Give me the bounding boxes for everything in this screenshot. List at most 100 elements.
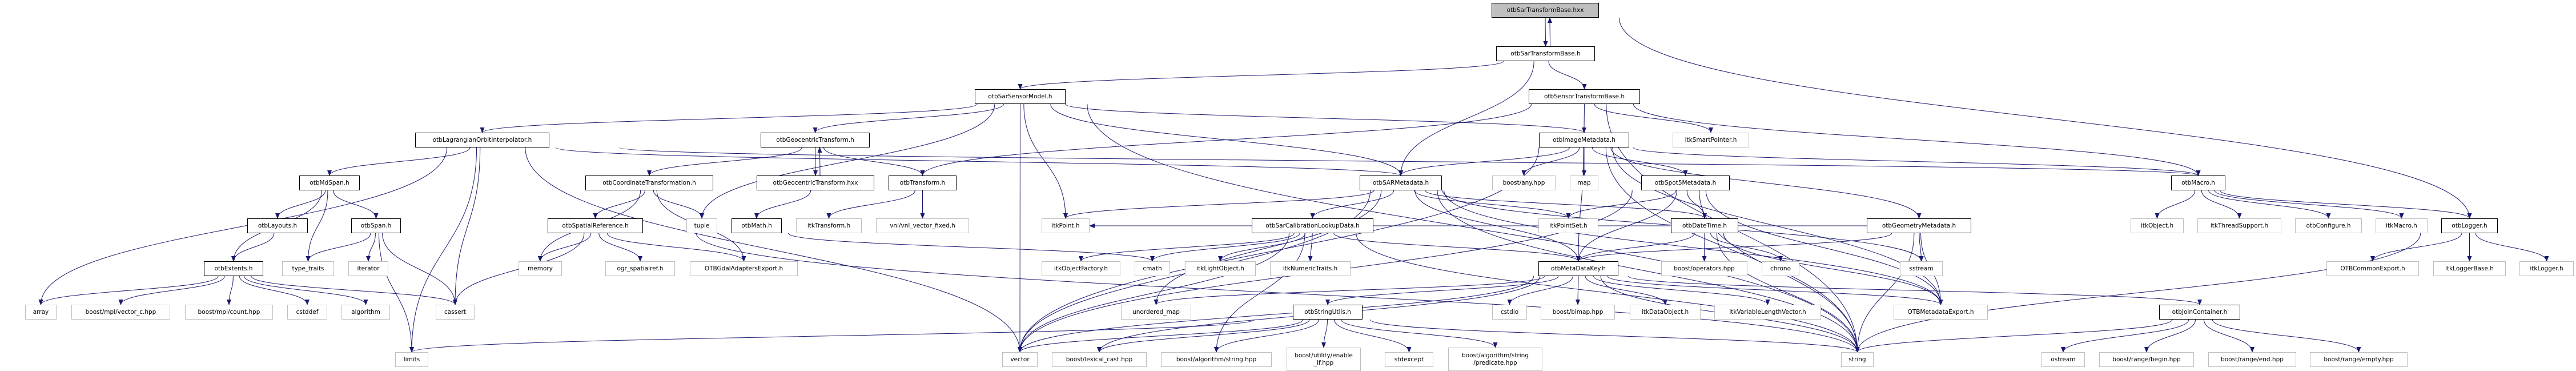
edge-sar-to-calib <box>1310 190 1395 219</box>
edge-coord-to-tuple <box>653 190 704 219</box>
graph-node-logger[interactable]: otbLogger.h <box>2441 218 2498 233</box>
graph-node-algo: algorithm <box>341 305 390 320</box>
graph-node-cmath: cmath <box>1135 261 1170 276</box>
graph-node-vector: vector <box>1002 352 1038 367</box>
graph-node-cstdio: cstdio <box>1492 305 1527 320</box>
graph-node-numtr: itkNumericTraits.h <box>1270 261 1351 276</box>
graph-node-gdalexp: OTBGdalAdaptersExport.h <box>690 261 798 276</box>
graph-node-strutil[interactable]: otbStringUtils.h <box>1293 305 1363 320</box>
graph-node-map: map <box>1570 175 1598 190</box>
graph-node-coord[interactable]: otbCoordinateTransformation.h <box>585 175 713 190</box>
graph-node-vecc: boost/mpl/vector_c.hpp <box>71 305 170 320</box>
edge-calib-to-cmath <box>1150 233 1300 262</box>
graph-node-limits: limits <box>395 352 428 367</box>
edge-calib-to-vector <box>1018 233 1289 353</box>
edge-lag-to-sar <box>555 147 1403 176</box>
graph-node-pred: boost/algorithm/string /predicate.hpp <box>1448 348 1542 371</box>
edge-spref-to-string <box>696 233 1860 353</box>
edge-macro-to-itkmacro <box>2214 190 2404 219</box>
graph-node-any: boost/any.hpp <box>1492 175 1556 190</box>
edge-logger-to-itklog <box>2475 233 2549 262</box>
graph-node-math[interactable]: otbMath.h <box>732 218 782 233</box>
graph-node-lag[interactable]: otbLagrangianOrbitInterpolator.h <box>415 133 549 147</box>
graph-node-spref[interactable]: otbSpatialReference.h <box>548 218 643 233</box>
edge-join-to-ostream <box>2061 319 2189 353</box>
edge-trans-to-itktrans <box>826 190 915 219</box>
graph-node-mdexp: OTBMetadataExport.h <box>1894 305 1988 320</box>
edge-sar-to-date <box>1425 190 1707 219</box>
edge-lag-to-macro <box>619 147 2200 176</box>
edge-lag-to-mdspan <box>327 147 471 176</box>
edge-sar-to-umap <box>1154 190 1382 305</box>
graph-node-mdspan[interactable]: otbMdSpan.h <box>299 175 360 190</box>
edge-spref-to-memory <box>538 233 592 262</box>
edge-geohxx-to-math <box>754 190 811 219</box>
graph-node-umap: unordered_map <box>1121 305 1191 320</box>
graph-node-extents[interactable]: otbExtents.h <box>204 261 263 276</box>
edge-sar-to-mdexp <box>1444 190 1943 305</box>
edge-strutil-to-vector <box>1018 319 1304 353</box>
graph-node-ostream: ostream <box>2041 352 2085 367</box>
graph-node-geo[interactable]: otbGeocentricTransform.h <box>761 133 870 147</box>
graph-node-date[interactable]: otbDateTime.h <box>1671 218 1738 233</box>
edge-mdk-to-join <box>1627 276 2202 305</box>
graph-node-span[interactable]: otbSpan.h <box>351 218 401 233</box>
graph-node-ogr: ogr_spatialref.h <box>605 261 675 276</box>
edge-geom-to-string <box>1855 233 1915 353</box>
graph-node-sentb[interactable]: otbSensorTransformBase.h <box>1529 89 1640 104</box>
edge-extents-to-cassert <box>251 276 457 305</box>
graph-node-join[interactable]: otbJoinContainer.h <box>2159 305 2240 320</box>
graph-node-layouts[interactable]: otbLayouts.h <box>247 218 308 233</box>
edge-lag-to-array <box>38 147 448 305</box>
edge-logger-to-commexp <box>2370 233 2462 262</box>
graph-node-mdk[interactable]: otbMetaDataKey.h <box>1538 261 1618 276</box>
edge-strutil-to-string <box>1369 319 1860 353</box>
edge-span-to-limits <box>379 233 414 353</box>
graph-node-geohxx[interactable]: otbGeocentricTransform.hxx <box>757 175 874 190</box>
edge-span-to-cassert <box>382 233 457 305</box>
edge-strutil-to-limits <box>409 319 1255 353</box>
graph-node-cstddef: cstddef <box>287 305 327 320</box>
graph-node-sar[interactable]: otbSARMetadata.h <box>1360 175 1442 190</box>
graph-node-ssm[interactable]: otbSarSensorModel.h <box>975 89 1066 104</box>
edge-geohxx-to-geo <box>817 147 822 176</box>
graph-node-ops: boost/operators.hpp <box>1661 261 1747 276</box>
edge-mdk-to-strutil <box>1325 276 1559 305</box>
graph-node-geom[interactable]: otbGeometryMetadata.h <box>1867 218 1971 233</box>
edge-lag-to-vector <box>525 147 1022 353</box>
graph-node-chrono: chrono <box>1762 261 1799 276</box>
edge-layouts-to-extents <box>231 233 275 262</box>
edge-math-to-cmath <box>787 233 1155 262</box>
graph-node-spot[interactable]: otbSpot5Metadata.h <box>1641 175 1730 190</box>
edge-mdspan-to-span <box>333 190 379 219</box>
edge-join-to-string <box>1855 319 2173 353</box>
edge-mdk-to-cstdio <box>1507 276 1573 305</box>
graph-node-end: boost/range/end.hpp <box>2208 352 2296 367</box>
edge-imd-to-string <box>1605 147 1860 353</box>
graph-node-trans[interactable]: otbTransform.h <box>889 175 957 190</box>
edge-imd-to-any <box>1521 147 1580 176</box>
edge-spot-to-date <box>1686 190 1707 219</box>
graph-node-memory: memory <box>519 261 562 276</box>
graph-node-stb[interactable]: otbSarTransformBase.h <box>1496 46 1595 61</box>
graph-node-begin: boost/range/begin.hpp <box>2099 352 2194 367</box>
edge-imd-to-spot <box>1592 147 1688 176</box>
edge-geo-to-coord <box>647 147 802 176</box>
graph-node-lexcast: boost/lexical_cast.hpp <box>1052 352 1147 367</box>
edge-calib-to-objfac <box>1079 233 1295 262</box>
graph-node-macro[interactable]: otbMacro.h <box>2171 175 2225 190</box>
edge-mdk-to-umap <box>1154 276 1545 305</box>
edge-join-to-empty <box>2212 319 2361 353</box>
graph-node-tuple: tuple <box>686 218 717 233</box>
edge-join-to-begin <box>2144 319 2196 353</box>
graph-node-itktrans: itkTransform.h <box>796 218 862 233</box>
edge-date-to-string <box>1716 233 1860 353</box>
edge-date-to-mdexp <box>1723 233 1943 305</box>
graph-node-smart: itkSmartPointer.h <box>1673 133 1749 147</box>
graph-node-imd[interactable]: otbImageMetadata.h <box>1539 133 1629 147</box>
graph-node-calib[interactable]: otbSarCalibrationLookupData.h <box>1252 218 1373 233</box>
graph-node-objfac: itkObjectFactory.h <box>1042 261 1120 276</box>
edge-calib-to-string <box>1356 233 1860 353</box>
edge-calib-to-numtr <box>1308 233 1313 262</box>
